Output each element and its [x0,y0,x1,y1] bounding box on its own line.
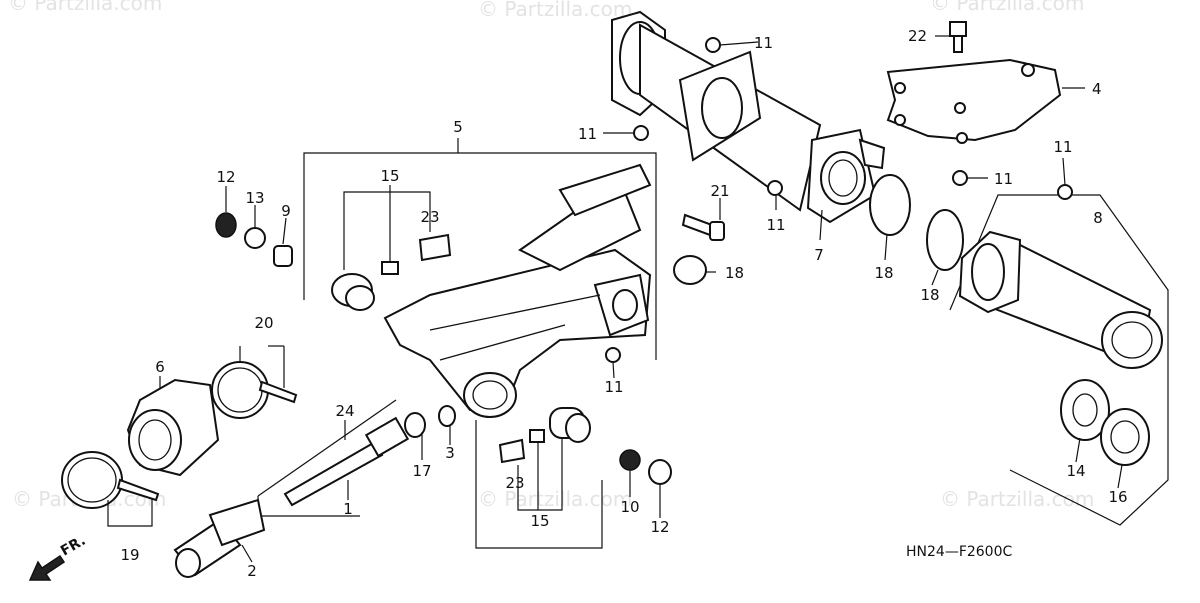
part-bolt-21 [681,213,725,241]
callout-10: 10 [620,498,639,516]
part-bushing-lower [549,407,591,443]
callout-15a: 15 [380,167,399,185]
callout-13: 13 [245,189,264,207]
front-arrow-label: FR. [58,533,88,560]
watermark-bottom-center: © Partzilla.com [478,487,632,511]
watermark-bottom-right: © Partzilla.com [940,487,1094,511]
group-box-5-bottom [475,420,603,549]
part-bracket [886,58,1062,144]
part-driveshaft-1 [283,405,456,507]
part-clamp-19 [61,451,160,509]
nuts-11 [605,37,1073,363]
callout-11d: 11 [604,378,623,396]
leader-lines [107,35,1123,563]
callout-11f: 11 [1053,138,1072,156]
callout-17: 17 [412,462,431,480]
front-direction-arrow: FR. [28,533,88,581]
part-axle-housing [611,10,886,224]
part-ujoint-2 [173,498,266,578]
callout-1: 1 [343,500,353,518]
callout-3: 3 [445,444,455,462]
part-boot-6 [126,378,220,477]
callout-8: 8 [1093,209,1103,227]
part-oring-18c [673,255,707,285]
callout-12a: 12 [216,168,235,186]
callout-20: 20 [254,314,273,332]
callout-23a: 23 [420,208,439,226]
callout-16: 16 [1108,488,1127,506]
callout-22: 22 [908,27,927,45]
callout-11e: 11 [994,170,1013,188]
watermark-top-right: © Partzilla.com [930,0,1084,15]
callout-11a: 11 [754,34,773,52]
part-15-upper [381,261,399,275]
callout-4: 4 [1092,80,1102,98]
part-10-12-lower [619,449,672,485]
callout-numbers: 11 4 22 11 11 5 11 11 21 15 12 13 9 23 8… [120,27,1127,580]
callout-14: 14 [1066,462,1085,480]
callout-19: 19 [120,546,139,564]
callout-23b: 23 [505,474,524,492]
callout-12b: 12 [650,518,669,536]
part-15-lower [529,429,545,443]
part-oring-18b [926,209,964,271]
callout-18c: 18 [725,264,744,282]
part-23-lower [498,438,526,464]
watermark-top-center: © Partzilla.com [478,0,632,21]
callout-2: 2 [247,562,257,580]
part-23-upper [418,233,452,262]
callout-9: 9 [281,202,291,220]
group-box-8 [949,194,1169,526]
callout-11c: 11 [766,216,785,234]
watermark-top-left: © Partzilla.com [8,0,162,15]
callout-11b: 11 [578,125,597,143]
callout-18a: 18 [874,264,893,282]
callout-24: 24 [335,402,354,420]
callout-7: 7 [814,246,824,264]
front-arrow-icon [28,554,66,581]
callout-15b: 15 [530,512,549,530]
part-oring-18a [869,174,911,236]
group-box-24-left [257,399,397,497]
part-right-housing [958,230,1163,369]
part-clamp-20 [211,361,298,419]
callout-6: 6 [155,358,165,376]
callout-5: 5 [453,118,463,136]
group-box-5 [303,152,657,360]
part-swingarm [383,163,652,418]
part-bolt-22 [949,21,967,53]
part-bearings-14-16 [1060,379,1150,466]
part-12-13-9-upper [215,212,293,267]
callout-21: 21 [710,182,729,200]
callout-18b: 18 [920,286,939,304]
diagram-code: HN24—F2600C [906,544,1012,560]
part-bushing-upper [331,273,375,311]
